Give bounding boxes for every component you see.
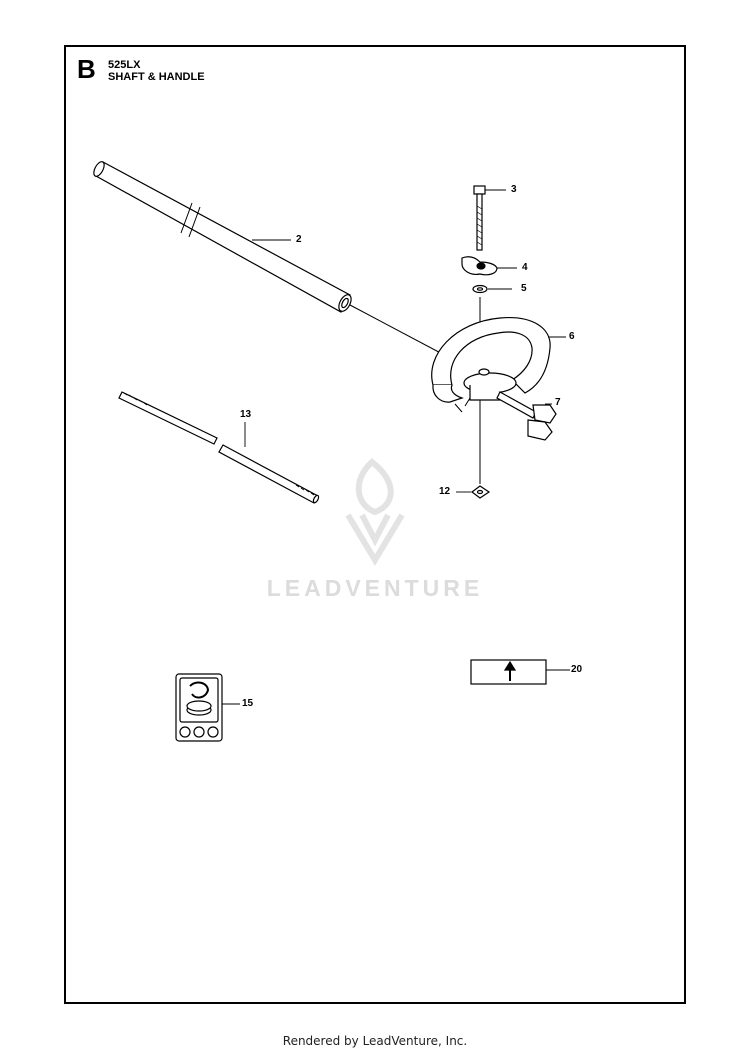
- nut-icon: [471, 485, 491, 499]
- diagram-title: SHAFT & HANDLE: [108, 71, 205, 83]
- callout-20: 20: [571, 664, 583, 675]
- callout-12: 12: [439, 486, 451, 497]
- callout-2: 2: [296, 234, 302, 245]
- bolt-icon: [473, 185, 486, 251]
- washer-icon: [472, 284, 488, 294]
- shaft-tube-icon: [93, 161, 352, 313]
- callout-15: 15: [242, 698, 254, 709]
- callout-5: 5: [521, 283, 527, 294]
- decal-icon: [175, 673, 223, 742]
- callout-7: 7: [555, 397, 561, 408]
- leader-lines: [222, 189, 570, 705]
- handle-icon: [431, 316, 551, 413]
- callout-3: 3: [511, 184, 517, 195]
- callout-6: 6: [569, 331, 575, 342]
- diagram-frame: [64, 45, 686, 1004]
- drive-shaft-icon: [118, 391, 320, 504]
- knob-icon: [461, 256, 498, 276]
- section-letter: B: [77, 54, 96, 84]
- callout-13: 13: [240, 409, 252, 420]
- watermark-text: LEADVENTURE: [266, 575, 484, 601]
- cable-holder-icon: [496, 391, 557, 441]
- callout-4: 4: [522, 262, 528, 273]
- arrow-label-icon: [470, 659, 547, 685]
- footer-credit: Rendered by LeadVenture, Inc.: [282, 1034, 468, 1048]
- model-name: 525LX: [108, 59, 141, 71]
